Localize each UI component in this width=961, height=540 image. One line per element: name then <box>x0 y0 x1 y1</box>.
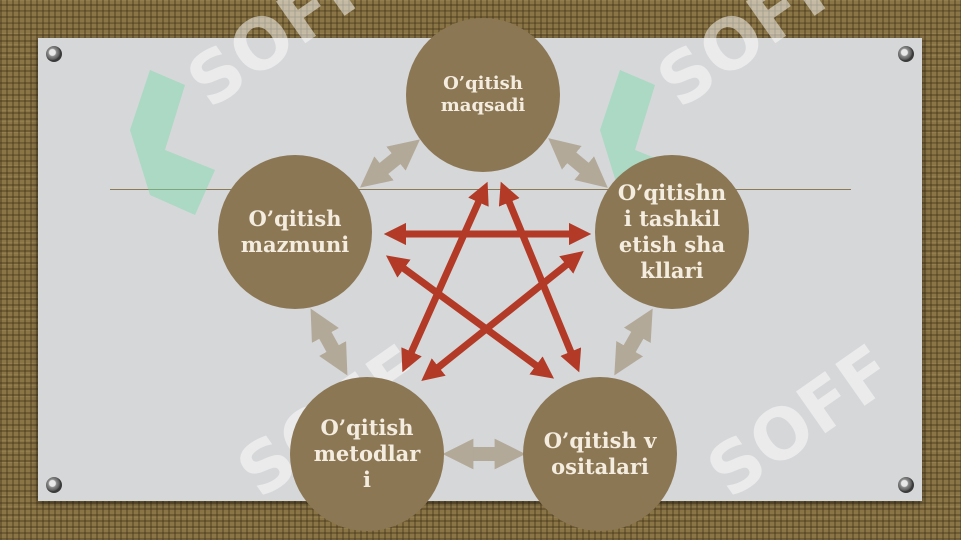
star-arrow-cross-down <box>385 255 555 379</box>
node-methods-label: O’qitish metodlari <box>313 415 421 492</box>
node-tools: O’qitish vositalari <box>523 377 677 531</box>
node-methods: O’qitish metodlari <box>290 377 444 531</box>
pin-icon <box>898 46 914 62</box>
node-forms: O’qitishni tashkil etish shakllari <box>595 155 749 309</box>
pin-icon <box>46 477 62 493</box>
node-content: O’qitish mazmuni <box>218 155 372 309</box>
arrow-right-bottom <box>614 308 653 376</box>
node-forms-label: O’qitishni tashkil etish shakllari <box>617 180 727 283</box>
pin-icon <box>46 46 62 62</box>
arrow-top-right <box>548 138 608 188</box>
arrow-left-bottom <box>310 308 348 376</box>
node-content-label: O’qitish mazmuni <box>240 206 350 257</box>
arrow-top-left <box>360 139 420 188</box>
star-arrow-cross-up <box>421 251 584 381</box>
star-arrow-right-diagonal <box>498 181 582 373</box>
pin-icon <box>898 477 914 493</box>
node-goal-label: O’qitish maqsadi <box>440 73 526 116</box>
node-goal: O’qitish maqsadi <box>406 18 560 172</box>
node-tools-label: O’qitish vositalari <box>543 428 657 479</box>
